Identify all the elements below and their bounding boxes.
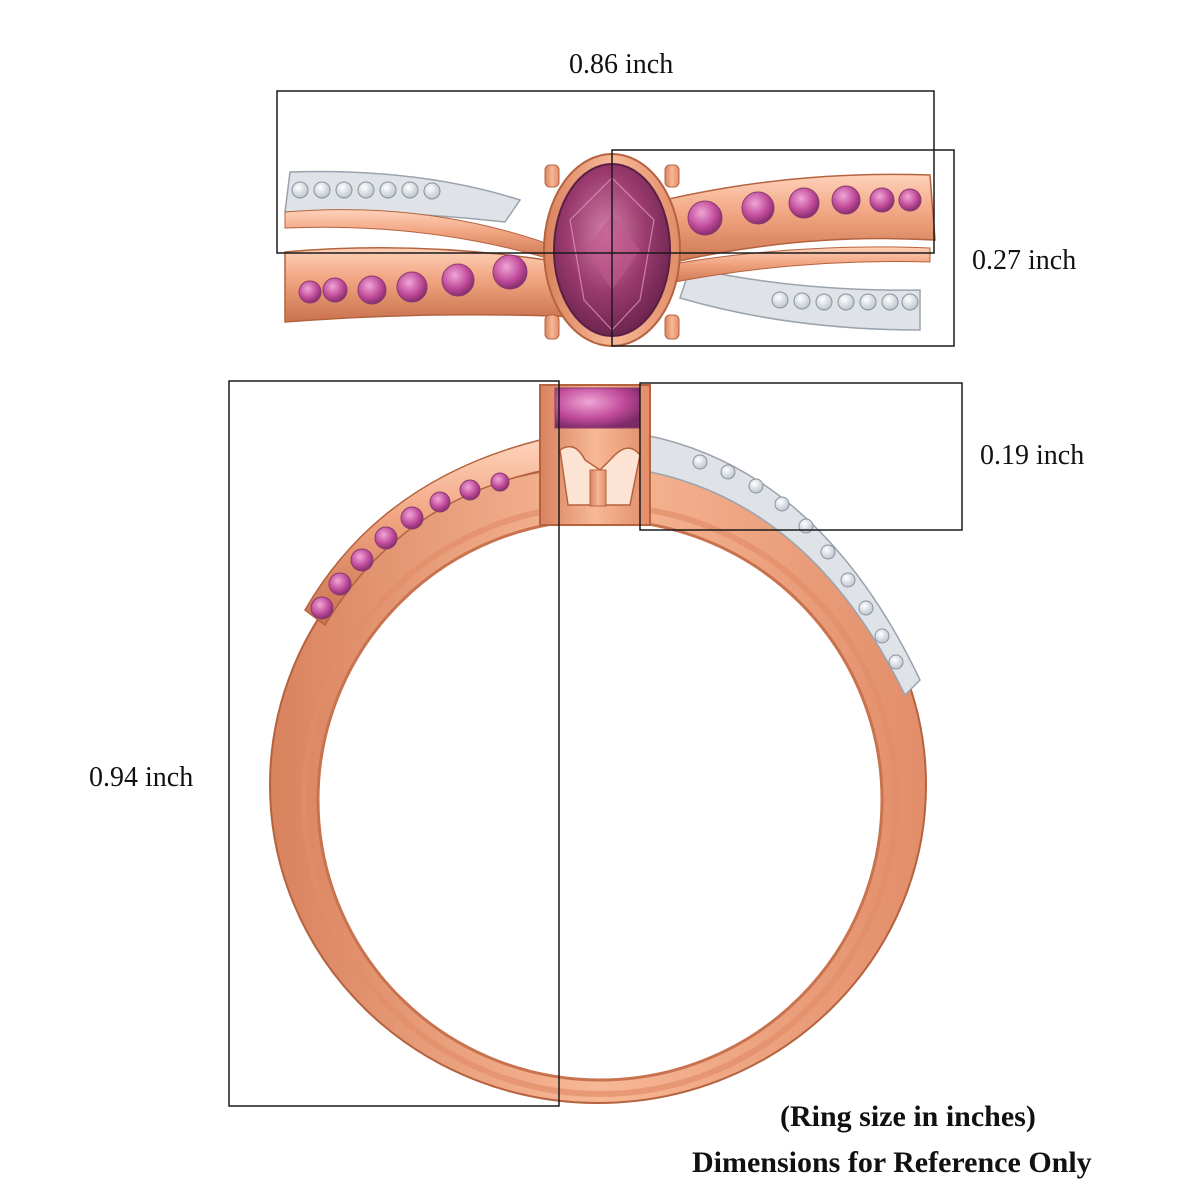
ring-height-guide-box (228, 380, 560, 1107)
width-guide-box (276, 90, 935, 254)
ring-side-view-illustration (269, 384, 927, 1104)
setting-height-label: 0.19 inch (980, 440, 1085, 471)
band-height-label: 0.27 inch (972, 245, 1077, 276)
ring-size-note: (Ring size in inches) (780, 1100, 1036, 1133)
band-height-guide-box (611, 149, 955, 347)
setting-height-guide-box (639, 382, 963, 531)
ring-height-label: 0.94 inch (89, 762, 194, 793)
top-view-group (284, 153, 936, 347)
reference-disclaimer: Dimensions for Reference Only (692, 1146, 1092, 1179)
dimension-guide-lines (228, 90, 963, 1107)
width-label: 0.86 inch (569, 49, 674, 80)
